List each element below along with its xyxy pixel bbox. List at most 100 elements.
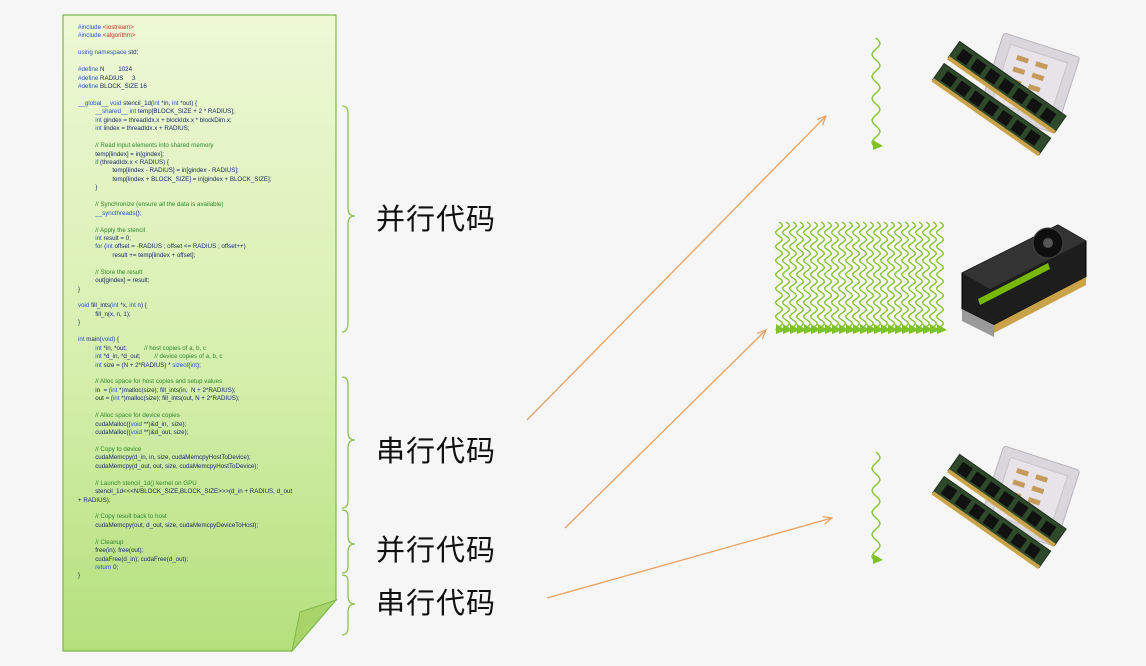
- code-line: }: [78, 285, 81, 293]
- parallel-thread-head: [846, 324, 856, 334]
- parallel-thread-head: [776, 324, 786, 334]
- label-serial-code-2: 串行代码: [376, 586, 497, 620]
- code-line: [78, 260, 333, 268]
- parallel-thread-head: [881, 324, 891, 334]
- code-line: [78, 530, 333, 538]
- parallel-thread-head: [790, 324, 800, 334]
- code-line: #define RADIUS 3: [78, 74, 136, 82]
- parallel-thread-head: [937, 324, 947, 334]
- code-line: [78, 328, 333, 336]
- parallel-thread: [935, 221, 945, 331]
- code-line: fill_n(x, n, 1);: [78, 310, 131, 318]
- parallel-thread-head: [867, 324, 877, 334]
- parallel-thread-head: [839, 324, 849, 334]
- parallel-thread: [851, 221, 861, 331]
- code-line: [78, 41, 333, 49]
- parallel-thread: [837, 221, 847, 331]
- code-line: int lindex = threadIdx.x + RADIUS;: [95, 125, 190, 133]
- code-line: int result = 0;: [95, 234, 131, 242]
- folded-corner: [291, 598, 338, 653]
- code-line: out = (int *)malloc(size); fill_ints(out…: [78, 395, 240, 403]
- parallel-thread-head: [874, 324, 884, 334]
- cpu-with-ram-icon-top: [931, 32, 1080, 157]
- code-line: void fill_ints(int *x, int n) {: [78, 302, 147, 310]
- code-line: return 0;: [95, 564, 119, 571]
- cpu-with-ram-icon-bottom: [931, 445, 1080, 570]
- code-line: [78, 218, 333, 226]
- code-line: free(in); free(out);: [78, 547, 144, 555]
- code-line: temp[lindex + BLOCK_SIZE] = in[gindex + …: [78, 175, 272, 183]
- code-line: int *in, *out; // host copies of a, b, c: [95, 344, 206, 352]
- parallel-thread: [907, 221, 917, 331]
- code-line: [78, 437, 333, 445]
- parallel-thread: [823, 221, 833, 331]
- parallel-thread-head: [888, 324, 898, 334]
- parallel-thread: [921, 221, 931, 331]
- code-line: #include <iostream>: [78, 24, 134, 31]
- code-line: + RADIUS);: [78, 496, 111, 504]
- arrow-parallel-to-gpu: [564, 330, 766, 529]
- code-line: [78, 134, 333, 142]
- code-line: // Read input elements into shared memor…: [95, 142, 214, 150]
- code-line: out[gindex] = result;: [78, 277, 150, 285]
- parallel-thread: [844, 221, 854, 331]
- parallel-thread: [893, 221, 903, 331]
- parallel-thread: [858, 221, 868, 331]
- tesla-gpu-card-icon: [961, 224, 1087, 337]
- code-line: stencil_1d<<<N/BLOCK_SIZE,BLOCK_SIZE>>>(…: [78, 488, 293, 496]
- bracket-parallel-1: [341, 105, 356, 333]
- code-line: for (int offset = -RADIUS ; offset <= RA…: [95, 243, 246, 251]
- code-line: cudaMemcpy(out, d_out, size, cudaMemcpyD…: [78, 521, 259, 529]
- code-line: }: [78, 184, 98, 192]
- code-line: // Alloc space for device copies: [95, 412, 180, 420]
- parallel-thread-head: [804, 324, 814, 334]
- code-line: }: [78, 572, 81, 580]
- code-line: // Launch stencil_1d() kernel on GPU: [95, 479, 197, 487]
- code-line: // Copy result back to host: [95, 513, 167, 521]
- code-line: result += temp[lindex + offset];: [78, 251, 196, 259]
- code-line: [78, 193, 333, 201]
- bracket-serial-2: [341, 574, 356, 636]
- parallel-thread: [802, 221, 812, 331]
- code-line: __global__ void stencil_1d(int *in, int …: [78, 99, 198, 107]
- code-line: #define BLOCK_SIZE 16: [78, 83, 147, 91]
- parallel-thread: [872, 221, 882, 331]
- parallel-thread-head: [853, 324, 863, 334]
- parallel-thread: [865, 221, 875, 331]
- serial-thread-top-head: [873, 140, 883, 150]
- code-line: int main(void) {: [78, 336, 119, 344]
- code-line: [78, 294, 333, 302]
- code-sheet: [62, 14, 338, 653]
- code-line: // Apply the stencil: [95, 226, 146, 234]
- parallel-thread-head: [860, 324, 870, 334]
- code-line: int size = (N + 2*RADIUS) * sizeof(int);: [95, 361, 201, 369]
- code-line: [78, 92, 333, 100]
- parallel-thread: [928, 221, 938, 331]
- code-line: #define N 1024: [78, 66, 133, 74]
- parallel-thread: [774, 221, 784, 331]
- code-line: // Copy to device: [95, 445, 142, 453]
- parallel-thread-head: [909, 324, 919, 334]
- cuda-code-listing: #include <iostream>#include <algorithm> …: [78, 24, 333, 614]
- code-line: // Store the result: [95, 268, 143, 276]
- code-line: temp[lindex] = in[gindex];: [78, 150, 164, 158]
- code-line: int gindex = threadIdx.x + blockIdx.x * …: [95, 116, 232, 124]
- code-line: cudaMalloc((void **)&d_in, size);: [78, 420, 187, 428]
- label-parallel-code-1: 并行代码: [376, 202, 497, 236]
- parallel-thread: [879, 221, 889, 331]
- parallel-thread-head: [895, 324, 905, 334]
- parallel-thread: [914, 221, 924, 331]
- code-line: cudaMemcpy(d_out, out, size, cudaMemcpyH…: [78, 462, 259, 470]
- code-line: // Cleanup: [95, 538, 124, 546]
- parallel-thread-head: [923, 324, 933, 334]
- code-line: }: [78, 319, 81, 327]
- code-line: [78, 58, 333, 66]
- arrow-serial2-to-cpu: [546, 518, 832, 599]
- bracket-serial-1: [341, 376, 356, 509]
- code-line: in = (int *)malloc(size); fill_ints(in, …: [78, 386, 236, 394]
- code-line: __syncthreads();: [95, 209, 142, 217]
- code-line: [78, 505, 333, 513]
- code-line: // Alloc space for host copies and setup…: [95, 378, 223, 386]
- code-line: // Synchronize (ensure all the data is a…: [95, 201, 224, 209]
